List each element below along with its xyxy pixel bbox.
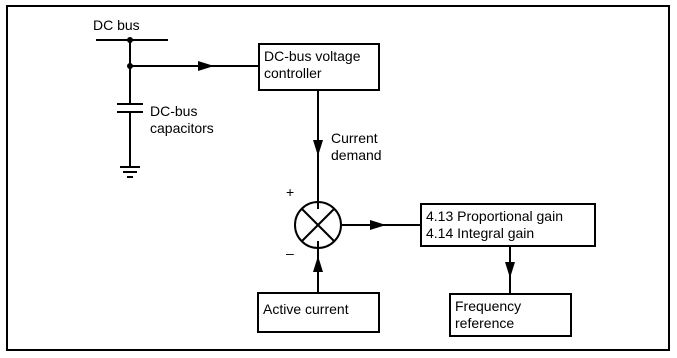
arrow-bus-to-controller [198,61,214,71]
current-demand-label: Current demand [331,130,382,163]
dc-bus-capacitors-label: DC-bus capacitors [150,103,214,136]
gains-box: 4.13 Proportional gain 4.14 Integral gai… [420,203,596,247]
summing-junction [294,201,342,249]
arrow-sum-to-gains [370,220,386,230]
frequency-reference-box: Frequency reference [449,293,572,337]
voltage-controller-box: DC-bus voltage controller [258,43,380,91]
dc-bus-label: DC bus [93,17,140,33]
summing-cross-2 [301,208,335,242]
arrow-current-demand [313,140,323,156]
plus-sign: + [286,184,295,200]
arrow-gains-to-frequency [505,262,515,278]
active-current-box: Active current [257,292,380,333]
bus-junction-dot-1 [127,37,133,43]
bus-junction-dot-2 [127,63,133,69]
minus-sign: – [286,245,294,261]
arrow-active-current [313,256,323,272]
